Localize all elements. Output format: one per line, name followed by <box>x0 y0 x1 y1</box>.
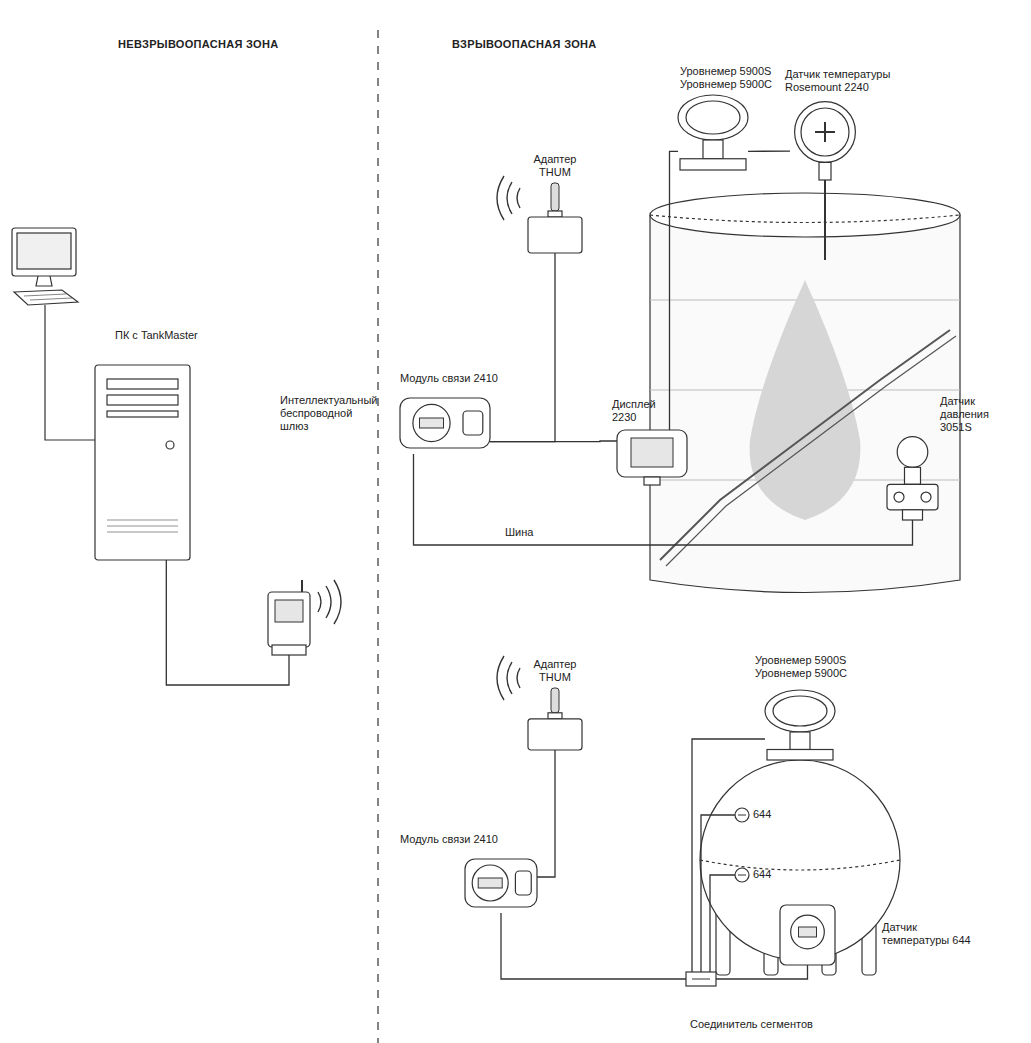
temperature-transmitter: Датчик температуры Rosemount 2240 <box>790 100 860 180</box>
zone-heading: НЕВЗРЫВООПАСНАЯ ЗОНА <box>118 38 278 51</box>
wireless-waves <box>318 176 520 700</box>
device-label: Адаптер THUM <box>528 153 582 179</box>
device-label: 644 <box>753 808 771 821</box>
device-label: Интеллектуальный беспроводной шлюз <box>280 394 375 433</box>
device-label: Соединитель сегментов <box>690 1018 813 1031</box>
temperature-element-icon <box>735 868 749 882</box>
wireless-gateway: Интеллектуальный беспроводной шлюз <box>268 580 310 655</box>
level-gauge: Уровнемер 5900S Уровнемер 5900C <box>765 690 835 760</box>
communication-module-icon <box>465 853 537 913</box>
level-gauge-icon <box>765 690 835 760</box>
device-label: Датчик температуры 644 <box>882 921 974 947</box>
thum-adapter-icon <box>528 183 582 253</box>
thum-adapter: Адаптер THUM <box>528 688 582 750</box>
signal-wire <box>748 151 790 152</box>
device-label: ПК с TankMaster <box>115 329 198 342</box>
display-unit-icon <box>617 430 687 485</box>
signal-wire <box>490 253 555 442</box>
segment-coupler-icon <box>686 972 716 986</box>
signal-wire <box>692 739 765 972</box>
illustration <box>12 30 960 1043</box>
display-unit: Дисплей 2230 <box>617 430 687 485</box>
pc-tower: ПК с TankMaster <box>95 365 190 560</box>
signal-wire <box>490 440 617 442</box>
pc-monitor <box>12 228 95 440</box>
device-label: Уровнемер 5900S Уровнемер 5900C <box>755 654 855 680</box>
zone-divider <box>377 30 378 1043</box>
pc-tower-icon <box>95 365 190 560</box>
spherical-tank <box>700 760 900 975</box>
zone-heading: ВЗРЫВООПАСНАЯ ЗОНА <box>452 38 597 51</box>
temperature-element: 644 <box>735 868 749 882</box>
pressure-transmitter: Датчик давления 3051S <box>885 435 940 520</box>
level-gauge: Уровнемер 5900S Уровнемер 5900C <box>678 95 748 170</box>
signal-wire <box>701 815 735 972</box>
wireless-gateway-icon <box>268 580 310 655</box>
signal-wire <box>716 965 808 979</box>
bus-label: Шина <box>505 526 533 539</box>
device-label: Адаптер THUM <box>528 658 582 684</box>
storage-tank <box>650 180 960 593</box>
device-label: Модуль связи 2410 <box>400 372 498 385</box>
temperature-element-icon <box>735 808 749 822</box>
device-label: Уровнемер 5900S Уровнемер 5900C <box>680 65 780 91</box>
level-gauge-icon <box>678 95 748 170</box>
temperature-transmitter: Датчик температуры 644 <box>780 905 835 965</box>
pressure-transmitter-icon <box>885 435 940 520</box>
temperature-transmitter-icon <box>790 100 860 180</box>
communication-module-icon <box>400 392 490 454</box>
signal-wire <box>537 750 555 877</box>
device-label: 644 <box>753 868 771 881</box>
device-label: Датчик температуры Rosemount 2240 <box>785 68 900 94</box>
device-label: Модуль связи 2410 <box>400 833 498 846</box>
device-label: Дисплей 2230 <box>612 398 662 424</box>
communication-module: Модуль связи 2410 <box>465 853 537 913</box>
segment-coupler: Соединитель сегментов <box>686 972 716 986</box>
signal-wire <box>710 875 735 972</box>
signal-wire <box>670 151 679 430</box>
thum-adapter-icon <box>528 688 582 750</box>
device-label: Датчик давления 3051S <box>940 395 1002 434</box>
thum-adapter: Адаптер THUM <box>528 183 582 253</box>
temperature-element: 644 <box>735 808 749 822</box>
communication-module: Модуль связи 2410 <box>400 392 490 454</box>
signal-wire <box>501 913 686 979</box>
temperature-transmitter-icon <box>780 905 835 965</box>
